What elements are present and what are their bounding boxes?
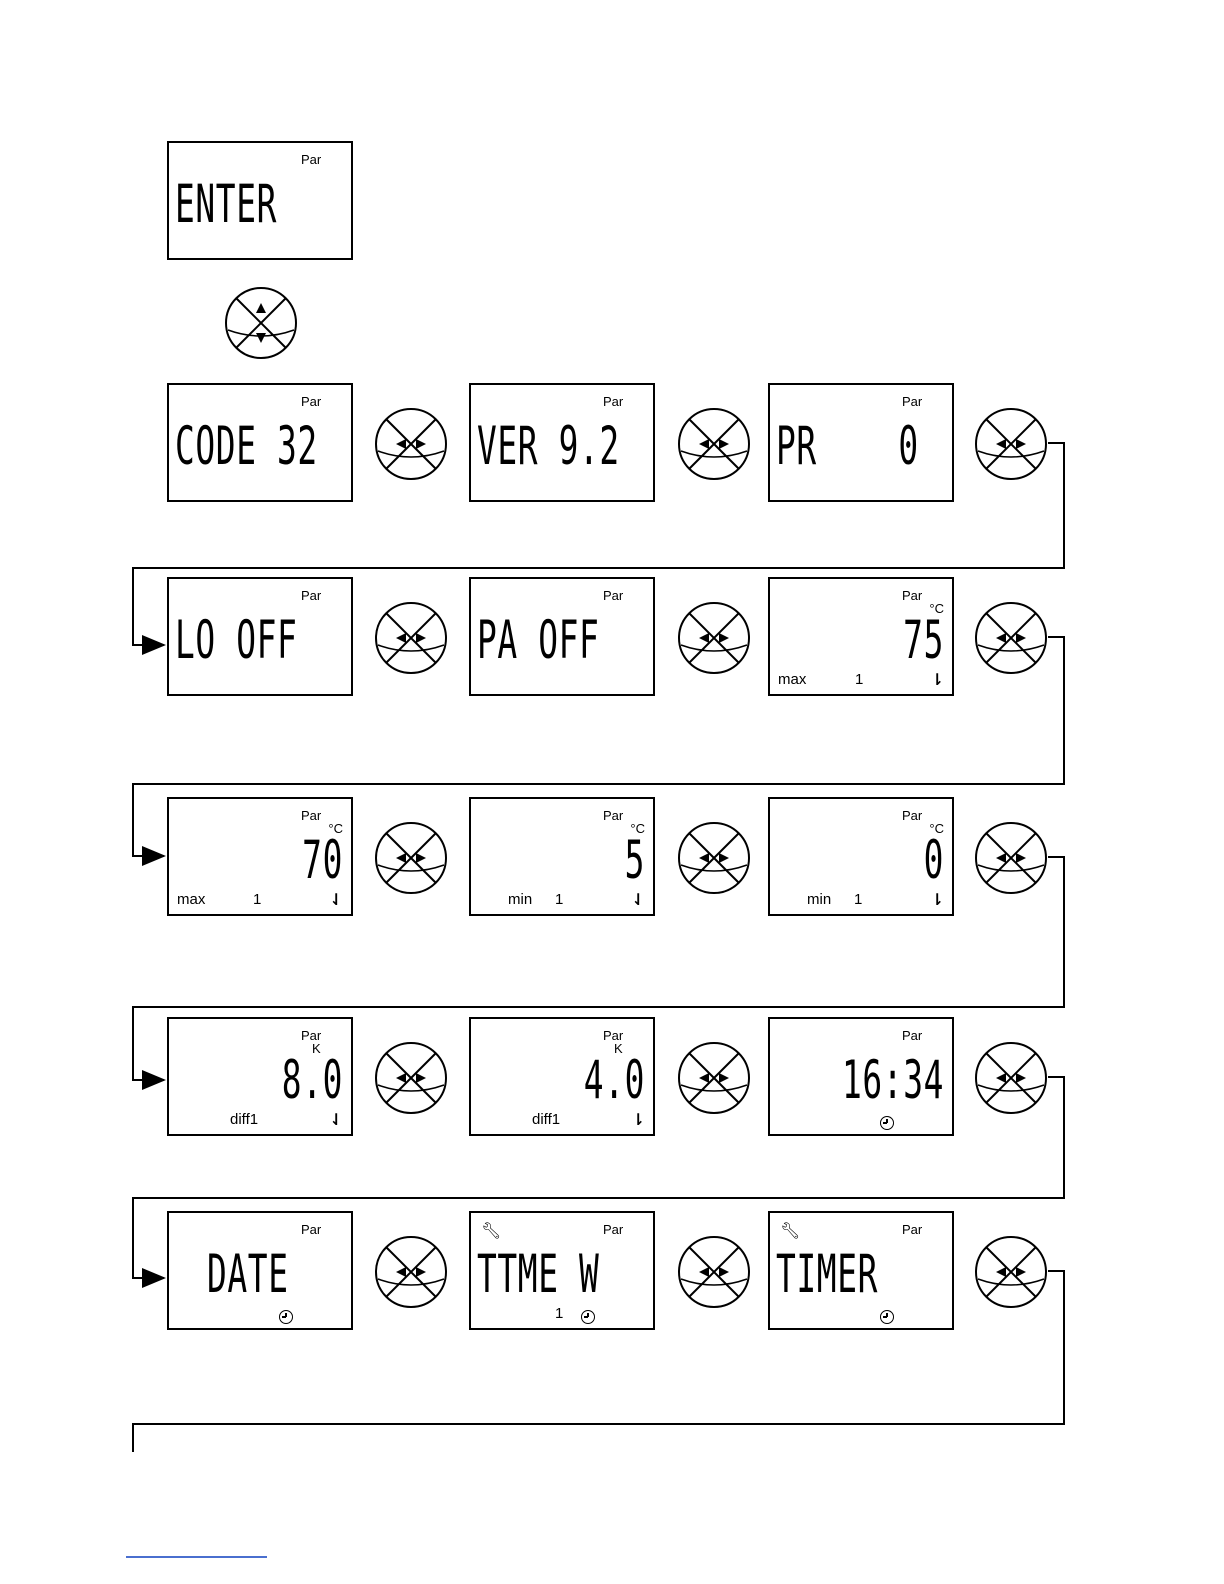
lcd-screen-pa: Par PA OFF	[469, 577, 655, 696]
lcd-main-text: CODE 32	[175, 419, 355, 475]
param-label: diff1	[230, 1111, 258, 1128]
param-label: max	[778, 671, 806, 688]
left-right-knob-icon[interactable]	[376, 409, 446, 479]
lcd-screen-pr: Par PR 0	[768, 383, 954, 502]
lcd-screen-min-0: Par °C 0 min 1 ⇂	[768, 797, 954, 916]
param-label: diff1	[532, 1111, 560, 1128]
left-right-knob-icon[interactable]	[376, 603, 446, 673]
lcd-main-text: 70	[163, 833, 343, 889]
par-label: Par	[902, 808, 922, 823]
lcd-main-text: PA OFF	[477, 613, 657, 669]
param-label: min	[807, 891, 831, 908]
channel-number: 1	[855, 671, 863, 688]
left-right-knob-icon[interactable]	[679, 603, 749, 673]
lcd-screen-diff-4: Par K 4.0 diff1 ⇂	[469, 1017, 655, 1136]
clock-icon	[581, 1310, 595, 1324]
lcd-main-text: TIMER	[776, 1247, 956, 1303]
output-symbol-icon: ⇃	[330, 890, 343, 910]
left-right-knob-icon[interactable]	[679, 1237, 749, 1307]
channel-number: 1	[854, 891, 862, 908]
output-symbol-icon: ⇂	[931, 670, 944, 690]
lcd-main-text: DATE	[207, 1247, 387, 1303]
par-label: Par	[301, 1222, 321, 1237]
lcd-main-text: 8.0	[163, 1053, 343, 1109]
output-symbol-icon: ⇂	[931, 890, 944, 910]
lcd-main-text: LO OFF	[175, 613, 355, 669]
par-label: Par	[301, 588, 321, 603]
output-symbol-icon: ⇃	[330, 1110, 343, 1130]
left-right-knob-icon[interactable]	[976, 409, 1046, 479]
par-label: Par	[603, 1222, 623, 1237]
lcd-screen-time-week: 🔧︎ Par TTME W 1	[469, 1211, 655, 1330]
wrench-icon: 🔧︎	[780, 1221, 800, 1241]
channel-number: 1	[555, 891, 563, 908]
lcd-main-text: 16:34	[764, 1053, 944, 1109]
lcd-screen-code: Par CODE 32	[167, 383, 353, 502]
par-label: Par	[902, 588, 922, 603]
lcd-screen-version: Par VER 9.2	[469, 383, 655, 502]
left-right-knob-icon[interactable]	[976, 603, 1046, 673]
left-right-knob-icon[interactable]	[679, 1043, 749, 1113]
up-down-knob-icon[interactable]	[226, 288, 296, 358]
lcd-screen-enter: Par ENTER	[167, 141, 353, 260]
lcd-main-text: TTME W	[477, 1247, 657, 1303]
lcd-screen-max-70: Par °C 70 max 1 ⇃	[167, 797, 353, 916]
lcd-screen-max-75: Par °C 75 max 1 ⇂	[768, 577, 954, 696]
left-right-knob-icon[interactable]	[976, 1237, 1046, 1307]
lcd-main-text: 75	[764, 613, 944, 669]
output-symbol-icon: ⇃	[632, 890, 645, 910]
lcd-screen-time: Par 16:34	[768, 1017, 954, 1136]
output-symbol-icon: ⇂	[632, 1110, 645, 1130]
param-label: max	[177, 891, 205, 908]
lcd-main-text: 4.0	[465, 1053, 645, 1109]
left-right-knob-icon[interactable]	[679, 409, 749, 479]
par-label: Par	[902, 1028, 922, 1043]
left-right-knob-icon[interactable]	[976, 1043, 1046, 1113]
lcd-screen-diff-8: Par K 8.0 diff1 ⇃	[167, 1017, 353, 1136]
wrench-icon: 🔧︎	[481, 1221, 501, 1241]
left-right-knob-icon[interactable]	[376, 823, 446, 893]
lcd-screen-lo: Par LO OFF	[167, 577, 353, 696]
par-label: Par	[301, 394, 321, 409]
clock-icon	[279, 1310, 293, 1324]
param-label: min	[508, 891, 532, 908]
lcd-main-text: 0	[764, 833, 944, 889]
lcd-main-text: ENTER	[175, 177, 355, 233]
lcd-screen-date: Par DATE	[167, 1211, 353, 1330]
lcd-screen-timer: 🔧︎ Par TIMER	[768, 1211, 954, 1330]
par-label: Par	[902, 394, 922, 409]
footer-link-underline	[126, 1556, 267, 1558]
par-label: Par	[301, 152, 321, 167]
par-label: Par	[603, 394, 623, 409]
channel-number: 1	[253, 891, 261, 908]
lcd-screen-min-5: Par °C 5 min 1 ⇃	[469, 797, 655, 916]
channel-number: 1	[555, 1305, 563, 1322]
par-label: Par	[603, 588, 623, 603]
left-right-knob-icon[interactable]	[976, 823, 1046, 893]
par-label: Par	[603, 808, 623, 823]
lcd-main-text: PR 0	[776, 419, 956, 475]
clock-icon	[880, 1116, 894, 1130]
clock-icon	[880, 1310, 894, 1324]
lcd-main-text: VER 9.2	[477, 419, 657, 475]
lcd-main-text: 5	[465, 833, 645, 889]
left-right-knob-icon[interactable]	[376, 1043, 446, 1113]
par-label: Par	[902, 1222, 922, 1237]
par-label: Par	[301, 808, 321, 823]
left-right-knob-icon[interactable]	[679, 823, 749, 893]
